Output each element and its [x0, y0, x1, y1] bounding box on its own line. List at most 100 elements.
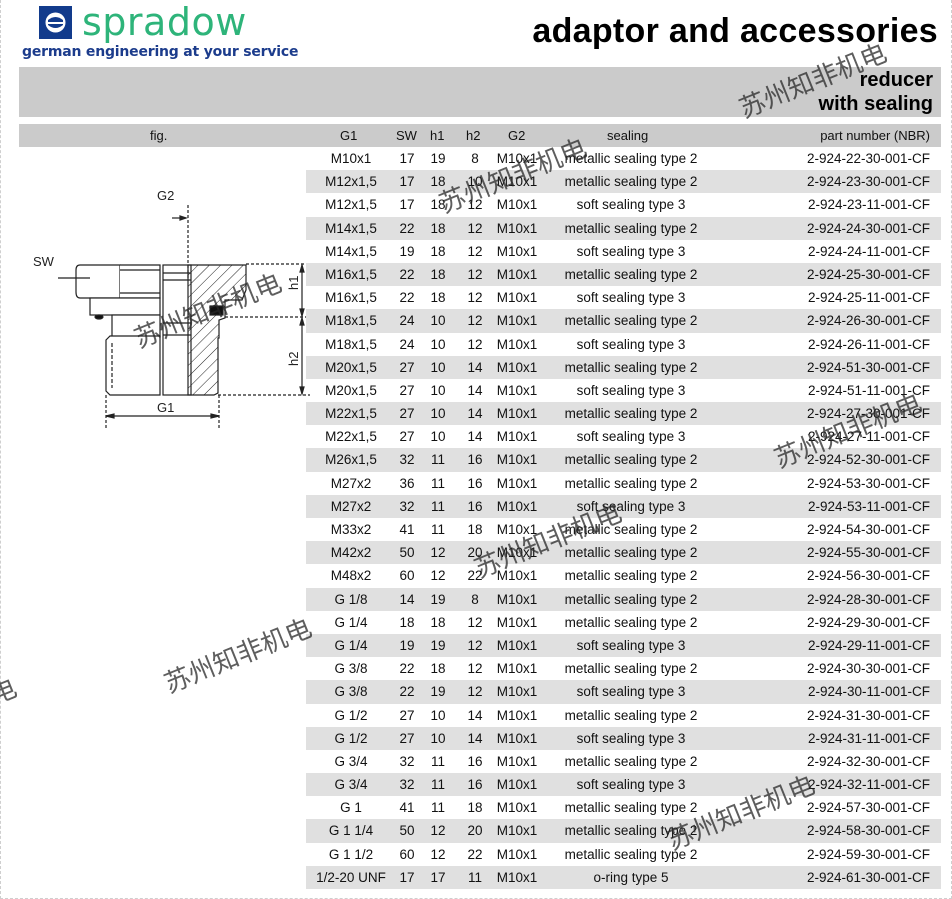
cell-g2: M10x1 — [496, 452, 538, 468]
cell-h1: 11 — [430, 475, 445, 491]
cell-h2: 12 — [467, 336, 483, 352]
cell-g1: M22x1,5 — [325, 429, 377, 445]
cell-sealing: soft sealing type 3 — [576, 730, 686, 746]
cell-g2: M10x1 — [496, 661, 538, 677]
cell-h2: 20 — [467, 545, 483, 561]
section-banner: reducer with sealing — [19, 67, 941, 117]
cell-h2: 8 — [471, 591, 479, 607]
cell-g1: M27x2 — [330, 498, 372, 514]
cell-g2: M10x1 — [496, 846, 538, 862]
cell-sw: 32 — [399, 753, 415, 769]
cell-sealing: metallic sealing type 2 — [564, 661, 698, 677]
cell-h1: 18 — [430, 614, 446, 630]
cell-sw: 27 — [399, 707, 415, 723]
cell-h1: 10 — [430, 336, 446, 352]
cell-h2: 12 — [467, 197, 483, 213]
watermark: 苏州知非机电 — [160, 613, 317, 700]
cell-h1: 19 — [430, 151, 446, 166]
cell-h1: 10 — [430, 730, 446, 746]
cell-h2: 16 — [467, 753, 483, 769]
cell-g2: M10x1 — [496, 429, 538, 445]
cell-part-number: 2-924-24-30-001-CF — [806, 220, 930, 236]
cell-g1: M14x1,5 — [325, 220, 377, 236]
cell-sw: 18 — [399, 614, 415, 630]
cell-g2: M10x1 — [496, 637, 538, 653]
cell-sw: 17 — [399, 151, 415, 166]
cell-part-number: 2-924-23-11-001-CF — [807, 197, 930, 213]
cell-h2: 20 — [467, 823, 483, 839]
cell-sw: 19 — [399, 637, 415, 653]
label-g2: G2 — [157, 188, 174, 203]
cell-part-number: 2-924-28-30-001-CF — [806, 591, 930, 607]
cell-h1: 19 — [430, 637, 446, 653]
cell-h1: 10 — [430, 707, 446, 723]
label-h1: h1 — [286, 276, 301, 290]
cell-h1: 12 — [430, 568, 446, 584]
cell-sw: 27 — [399, 429, 415, 445]
cell-g2: M10x1 — [496, 220, 538, 236]
cell-part-number: 2-924-29-30-001-CF — [806, 614, 930, 630]
cell-h2: 14 — [467, 382, 483, 398]
cell-h1: 17 — [430, 869, 446, 885]
cell-h1: 19 — [430, 684, 446, 700]
cell-sw: 27 — [399, 406, 415, 422]
cell-h1: 12 — [430, 846, 446, 862]
cell-sw: 17 — [399, 174, 415, 190]
cell-h2: 8 — [471, 151, 479, 166]
cell-g1: M22x1,5 — [325, 406, 377, 422]
cell-h2: 12 — [467, 290, 483, 306]
drawing-icon: G2 SW G1 h1 h2 — [33, 188, 310, 430]
cell-h1: 19 — [430, 591, 446, 607]
cell-sealing: metallic sealing type 2 — [564, 452, 698, 468]
cell-part-number: 2-924-31-30-001-CF — [806, 707, 930, 723]
cell-sw: 24 — [399, 313, 415, 329]
cell-sw: 41 — [399, 522, 415, 537]
cell-g2: M10x1 — [496, 336, 538, 352]
cell-h1: 10 — [430, 429, 446, 445]
cell-g1: G 1 — [340, 800, 362, 816]
cell-g2: M10x1 — [496, 545, 538, 561]
cell-g2: M10x1 — [496, 382, 538, 398]
cell-g2: M10x1 — [496, 823, 538, 839]
cell-g1: M33x2 — [330, 522, 372, 537]
cell-sealing: metallic sealing type 2 — [564, 406, 698, 422]
brand-tagline: german engineering at your service — [22, 44, 299, 60]
cell-h1: 11 — [430, 777, 445, 793]
cell-part-number: 2-924-25-30-001-CF — [806, 266, 930, 282]
cell-part-number: 2-924-58-30-001-CF — [806, 823, 930, 839]
cell-h1: 11 — [430, 498, 445, 514]
cell-h1: 18 — [430, 197, 446, 213]
cell-h2: 14 — [467, 429, 483, 445]
cell-g2: M10x1 — [496, 266, 538, 282]
cell-h2: 14 — [467, 406, 483, 422]
cell-sealing: metallic sealing type 2 — [564, 313, 698, 329]
cell-h2: 12 — [467, 637, 483, 653]
cell-sealing: metallic sealing type 2 — [564, 220, 698, 236]
table-header: fig. G1 SW h1 h2 G2 sealing part number … — [19, 124, 941, 147]
cell-g1: M16x1,5 — [325, 290, 377, 306]
label-sw: SW — [33, 254, 55, 269]
cell-part-number: 2-924-53-11-001-CF — [807, 498, 930, 514]
cell-g2: M10x1 — [496, 568, 538, 584]
cell-g2: M10x1 — [496, 197, 538, 213]
cell-sw: 22 — [399, 661, 415, 677]
cell-h1: 18 — [430, 290, 446, 306]
cell-sw: 22 — [399, 684, 415, 700]
cell-g2: M10x1 — [496, 243, 538, 259]
cell-sealing: soft sealing type 3 — [576, 429, 686, 445]
label-h2: h2 — [286, 352, 301, 366]
cell-sealing: metallic sealing type 2 — [564, 359, 698, 375]
cell-g2: M10x1 — [496, 406, 538, 422]
cell-sw: 36 — [399, 475, 415, 491]
cell-h1: 10 — [430, 382, 446, 398]
cell-sealing: soft sealing type 3 — [576, 336, 686, 352]
cell-h2: 12 — [467, 220, 483, 236]
